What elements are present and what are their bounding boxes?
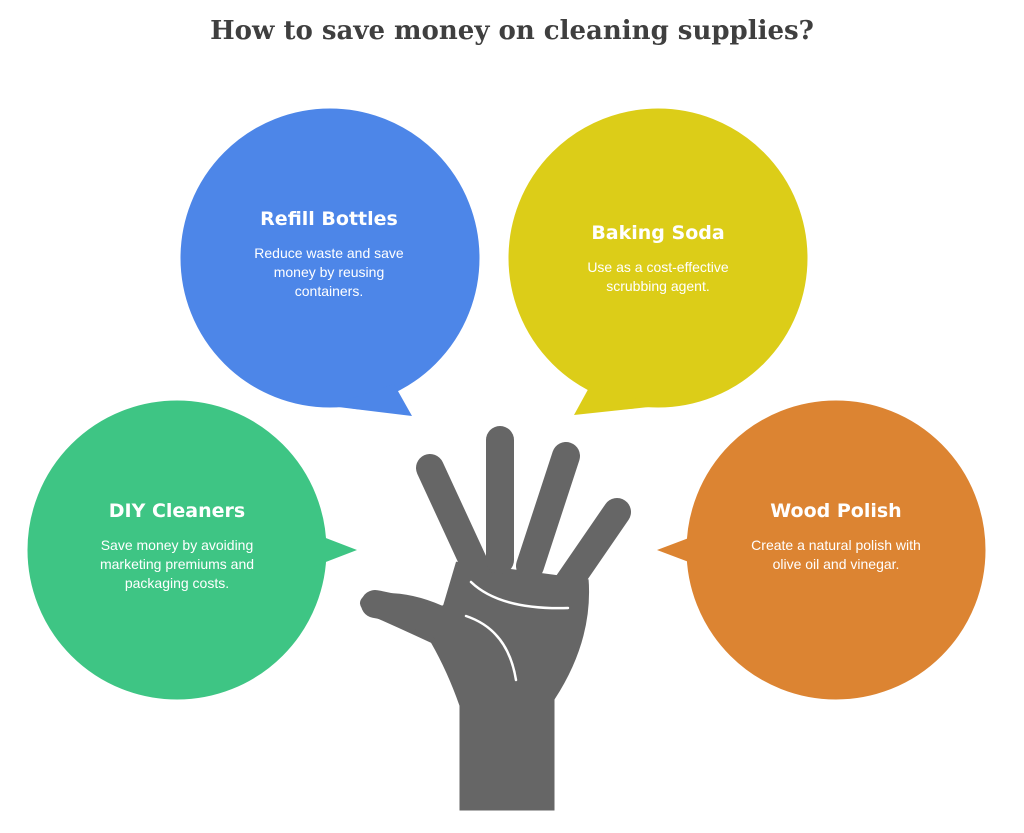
diy-cleaners-card: DIY Cleaners Save money by avoiding mark… xyxy=(77,500,277,593)
baking-soda-bubble xyxy=(505,105,811,417)
refill-bottles-title: Refill Bottles xyxy=(260,208,398,230)
baking-soda-card: Baking Soda Use as a cost-effective scru… xyxy=(558,222,758,296)
diagram-title: How to save money on cleaning supplies? xyxy=(210,16,814,46)
baking-soda-description: Use as a cost-effective scrubbing agent. xyxy=(587,259,729,294)
refill-bottles-description: Reduce waste and save money by reusing c… xyxy=(254,245,404,299)
diy-cleaners-bubble xyxy=(24,397,359,703)
baking-soda-title: Baking Soda xyxy=(591,222,725,244)
refill-bottles-bubble xyxy=(177,105,483,418)
diy-cleaners-title: DIY Cleaners xyxy=(108,500,246,522)
diy-cleaners-description: Save money by avoiding marketing premium… xyxy=(99,537,255,591)
wood-polish-description: Create a natural polish with olive oil a… xyxy=(751,537,921,572)
wood-polish-bubble xyxy=(655,397,989,703)
wood-polish-title: Wood Polish xyxy=(770,500,902,522)
hand-icon xyxy=(357,423,634,814)
wood-polish-card: Wood Polish Create a natural polish with… xyxy=(736,500,936,574)
refill-bottles-card: Refill Bottles Reduce waste and save mon… xyxy=(229,208,429,301)
